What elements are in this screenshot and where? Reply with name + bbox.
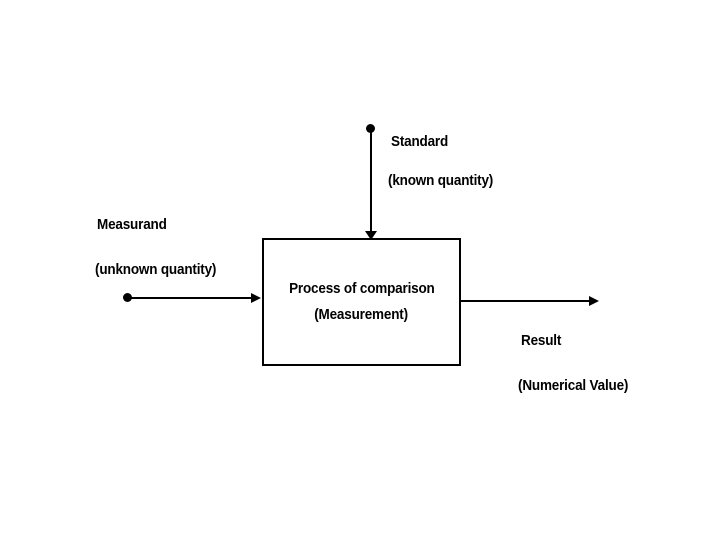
measurand-sublabel: (unknown quantity) [95, 261, 217, 278]
process-box-line2: (Measurement) [314, 306, 409, 323]
process-box-line1: Process of comparison [288, 280, 435, 297]
standard-arrow-line [370, 131, 372, 232]
result-arrow-line [461, 300, 590, 302]
standard-arrowhead-icon [365, 231, 377, 240]
process-of-comparison-box: Process of comparison (Measurement) [262, 238, 461, 366]
result-sublabel: (Numerical Value) [518, 377, 629, 394]
standard-source-dot-icon [366, 124, 375, 133]
measurand-label: Measurand [97, 216, 167, 233]
measurand-arrow-line [129, 297, 252, 299]
measurand-source-dot-icon [123, 293, 132, 302]
result-arrowhead-icon [589, 296, 599, 306]
standard-sublabel: (known quantity) [388, 172, 494, 189]
measurand-arrowhead-icon [251, 293, 261, 303]
standard-label: Standard [391, 133, 449, 150]
result-label: Result [521, 332, 562, 349]
